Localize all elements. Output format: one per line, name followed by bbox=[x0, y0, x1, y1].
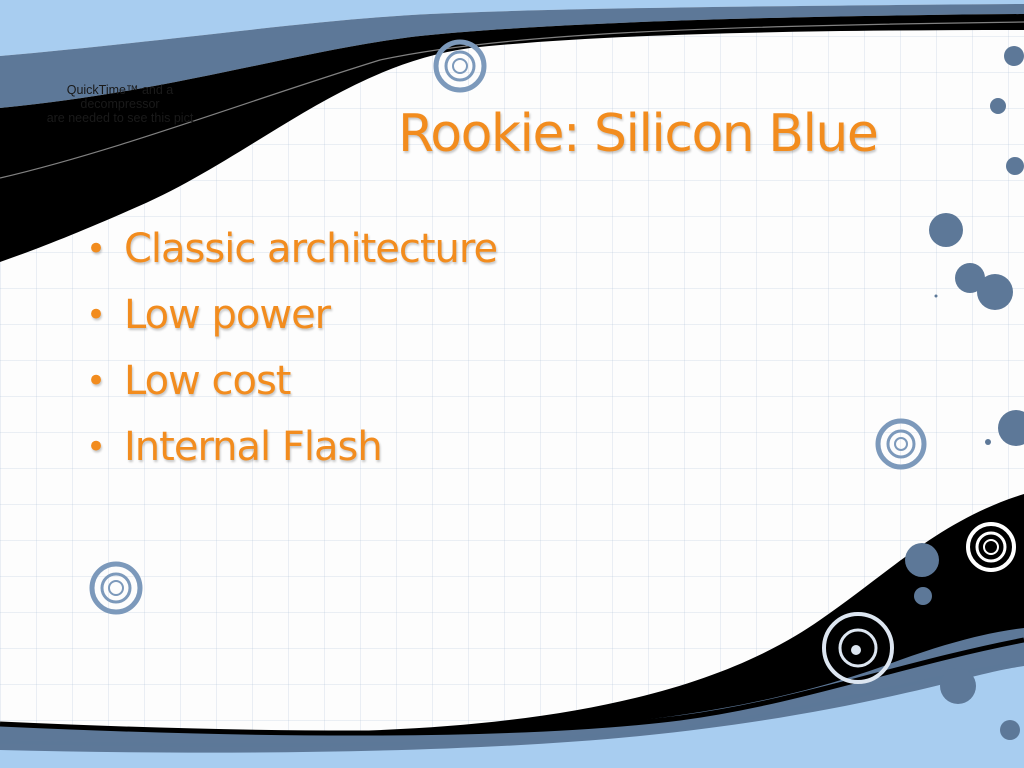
bullet-marker: • bbox=[86, 295, 106, 335]
concentric-circle-icon bbox=[822, 612, 894, 684]
missing-image-placeholder: QuickTime™ and a decompressor are needed… bbox=[20, 83, 220, 125]
placeholder-line-3: are needed to see this pict bbox=[46, 111, 194, 125]
bullet-text: Internal Flash bbox=[124, 424, 383, 470]
bullet-marker: • bbox=[86, 229, 106, 269]
bullet-text: Classic architecture bbox=[124, 226, 498, 272]
list-item: • Classic architecture bbox=[86, 216, 498, 282]
list-item: • Internal Flash bbox=[86, 414, 497, 480]
concentric-circle-icon bbox=[89, 561, 143, 615]
bullet-marker: • bbox=[86, 361, 106, 401]
list-item: • Low power bbox=[86, 282, 497, 348]
bullet-marker: • bbox=[86, 427, 106, 467]
bullet-text: Low cost bbox=[124, 358, 291, 404]
placeholder-line-1: QuickTime™ and a bbox=[66, 83, 174, 97]
concentric-circle-icon bbox=[433, 39, 487, 93]
list-item: • Low cost bbox=[86, 348, 497, 414]
slide-title: Rookie: Silicon Blue bbox=[398, 104, 879, 164]
concentric-circle-icon bbox=[875, 418, 927, 470]
bullet-text: Low power bbox=[124, 292, 331, 338]
bullet-list: • Classic architecture • Low power • Low… bbox=[86, 216, 498, 480]
dot-decoration-icon bbox=[905, 46, 1024, 740]
concentric-circle-icon bbox=[966, 522, 1016, 572]
placeholder-line-2: decompressor bbox=[80, 97, 160, 111]
